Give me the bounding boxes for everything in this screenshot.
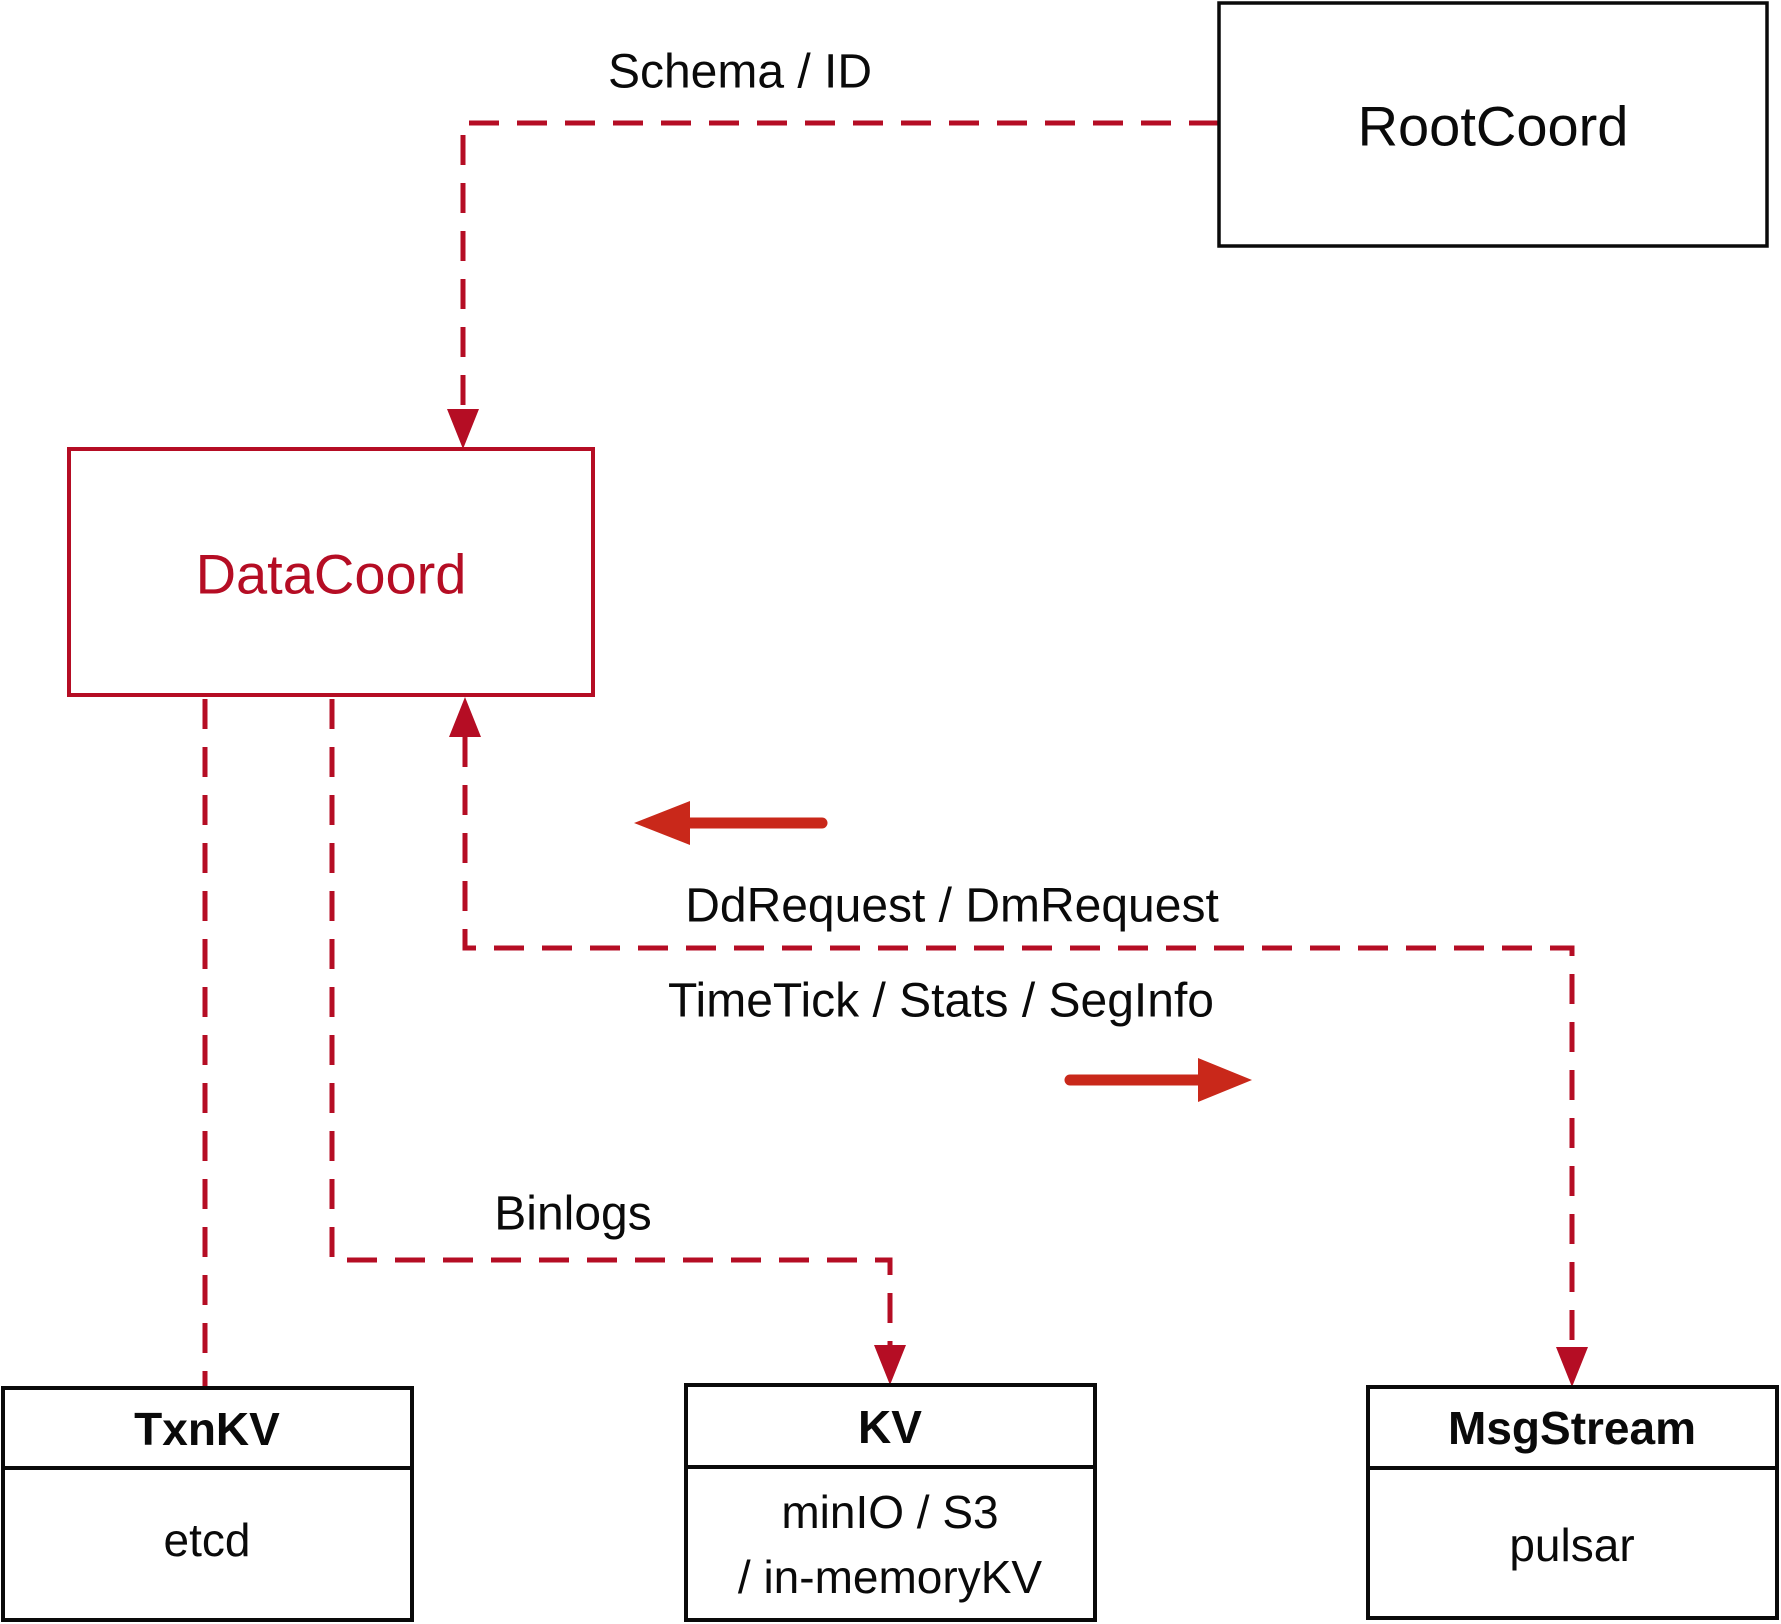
datacoord-box xyxy=(67,447,595,697)
arrowhead-down-icon xyxy=(1556,1347,1588,1387)
datacoord-label: DataCoord xyxy=(196,543,467,606)
msgstream-title: MsgStream xyxy=(1448,1402,1696,1454)
txnkv-node: TxnKV etcd xyxy=(1,1386,414,1622)
msgstream-node: MsgStream pulsar xyxy=(1366,1385,1779,1620)
datacoord-node: DataCoord xyxy=(67,447,595,697)
txnkv-title: TxnKV xyxy=(134,1403,280,1455)
rootcoord-box xyxy=(1217,1,1769,248)
edge-schema-id-line xyxy=(460,120,1219,409)
kv-box xyxy=(684,1383,1097,1622)
kv-node: KV minIO / S3 / in-memoryKV xyxy=(684,1383,1097,1622)
rootcoord-label: RootCoord xyxy=(1358,95,1629,158)
edge-ddrequest-label: DdRequest / DmRequest xyxy=(685,880,1219,933)
txnkv-body: etcd xyxy=(164,1514,251,1566)
edge-schema-id: Schema / ID xyxy=(447,46,1219,449)
msgstream-box xyxy=(1366,1385,1779,1620)
direction-arrow-right-icon xyxy=(1064,1058,1252,1102)
kv-title: KV xyxy=(858,1401,922,1453)
edge-msgstream-bus: DdRequest / DmRequest TimeTick / Stats /… xyxy=(449,697,1588,1387)
edge-binlogs: Binlogs xyxy=(329,699,906,1385)
direction-arrow-left-icon xyxy=(634,801,828,845)
arrowhead-down-icon xyxy=(447,409,479,449)
edge-binlogs-line xyxy=(329,699,893,1345)
edge-binlogs-label: Binlogs xyxy=(494,1188,651,1241)
arrowhead-up-icon xyxy=(449,697,481,737)
edge-timetick-label: TimeTick / Stats / SegInfo xyxy=(668,975,1214,1028)
kv-body-line1: minIO / S3 xyxy=(781,1486,998,1538)
edge-schema-id-label: Schema / ID xyxy=(608,46,872,99)
rootcoord-node: RootCoord xyxy=(1217,1,1769,248)
msgstream-body: pulsar xyxy=(1509,1519,1634,1571)
edge-msgstream-bus-line xyxy=(462,737,1575,1347)
txnkv-box xyxy=(1,1386,414,1622)
arrowhead-down-icon xyxy=(874,1345,906,1385)
kv-body-line2: / in-memoryKV xyxy=(738,1551,1042,1603)
